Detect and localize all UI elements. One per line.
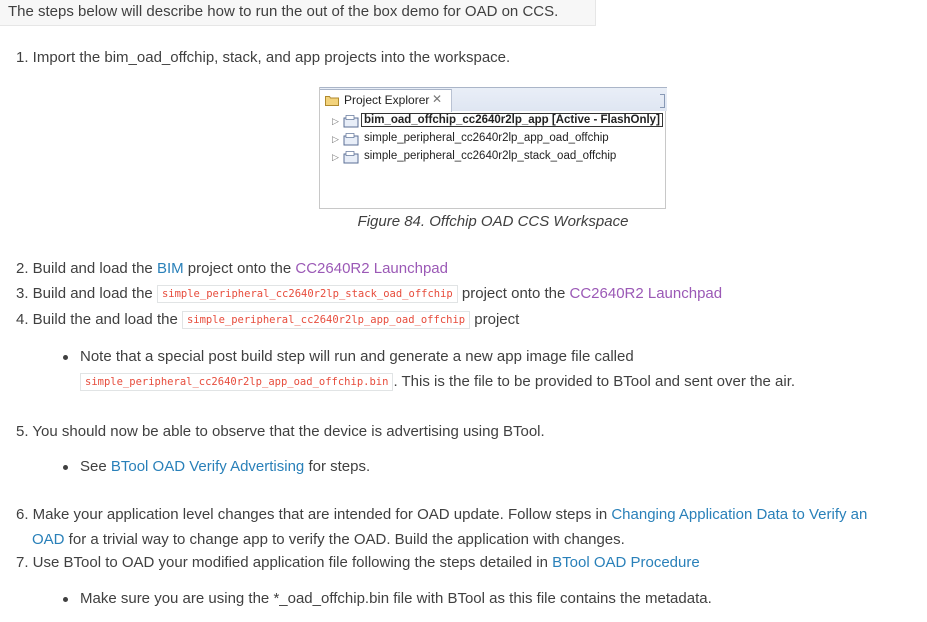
minimize-icon[interactable] (660, 94, 665, 108)
step-2-text: 2. Build and load the (16, 260, 157, 277)
bullet-dot (63, 465, 68, 470)
project-explorer-title: Project Explorer (344, 93, 430, 107)
bin-file-code: simple_peripheral_cc2640r2lp_app_oad_off… (80, 373, 394, 391)
step-4: 4. Build the and load the simple_periphe… (16, 310, 519, 330)
step-3-text: project onto the (457, 285, 570, 302)
ccs-project-icon (343, 151, 359, 164)
step-6-line-2: OAD for a trivial way to change app to v… (32, 530, 625, 550)
step-2-text: project onto the (183, 260, 296, 277)
btool-oad-procedure-link[interactable]: BTool OAD Procedure (552, 554, 700, 571)
expand-arrow-icon[interactable]: ▷ (332, 134, 339, 144)
step-6-line-1: 6. Make your application level changes t… (16, 505, 867, 525)
step-5: 5. You should now be able to observe tha… (16, 423, 545, 440)
stack-project-code: simple_peripheral_cc2640r2lp_stack_oad_o… (156, 285, 458, 303)
tree-item-label: bim_oad_offchip_cc2640r2lp_app [Active -… (361, 113, 663, 127)
cc2640r2-launchpad-link[interactable]: CC2640R2 Launchpad (295, 260, 448, 277)
step-7: 7. Use BTool to OAD your modified applic… (16, 553, 700, 573)
intro-text: The steps below will describe how to run… (8, 3, 559, 20)
bullet-5-text: for steps. (304, 458, 371, 475)
expand-arrow-icon[interactable]: ▷ (332, 116, 339, 126)
ccs-project-icon (343, 115, 359, 128)
step-2: 2. Build and load the BIM project onto t… (16, 259, 448, 279)
bullet-dot (63, 355, 68, 360)
project-explorer-tab[interactable]: Project Explorer ✕ (320, 89, 452, 112)
bullet-5-text: See (80, 458, 111, 475)
changing-application-data-link[interactable]: OAD (32, 531, 65, 548)
step-6-text: 6. Make your application level changes t… (16, 506, 612, 523)
bullet-7: Make sure you are using the *_oad_offchi… (80, 590, 712, 607)
project-explorer-header: Project Explorer ✕ (320, 87, 667, 112)
bullet-dot (63, 597, 68, 602)
note-text: . This is the file to be provided to BTo… (393, 373, 796, 390)
bullet-5: See BTool OAD Verify Advertising for ste… (80, 457, 370, 477)
tree-item-label: simple_peripheral_cc2640r2lp_app_oad_off… (364, 132, 609, 144)
expand-arrow-icon[interactable]: ▷ (332, 152, 339, 162)
step-4-text: 4. Build the and load the (16, 311, 182, 328)
cc2640r2-launchpad-link[interactable]: CC2640R2 Launchpad (569, 285, 723, 302)
app-project-code: simple_peripheral_cc2640r2lp_app_oad_off… (181, 311, 471, 329)
step-4-text: project (470, 311, 520, 328)
step-6-text: for a trivial way to change app to verif… (64, 531, 625, 548)
btool-verify-advertising-link[interactable]: BTool OAD Verify Advertising (110, 458, 305, 475)
project-explorer-figure: Project Explorer ✕ ▷ bim_oad_offchip_cc2… (319, 87, 667, 209)
close-icon[interactable]: ✕ (432, 92, 443, 106)
figure-caption: Figure 84. Offchip OAD CCS Workspace (357, 213, 629, 230)
folder-icon (325, 96, 339, 106)
note-line-1: Note that a special post build step will… (80, 348, 634, 365)
note-line-2: simple_peripheral_cc2640r2lp_app_oad_off… (80, 372, 795, 392)
step-1: 1. Import the bim_oad_offchip, stack, an… (16, 49, 511, 66)
step-7-text: 7. Use BTool to OAD your modified applic… (16, 554, 553, 571)
bim-link[interactable]: BIM (156, 260, 184, 277)
changing-application-data-link[interactable]: Changing Application Data to Verify an (611, 506, 868, 523)
intro-banner: The steps below will describe how to run… (0, 0, 596, 26)
tree-item-label: simple_peripheral_cc2640r2lp_stack_oad_o… (364, 150, 617, 162)
step-3: 3. Build and load the simple_peripheral_… (16, 284, 722, 304)
step-3-text: 3. Build and load the (16, 285, 157, 302)
ccs-project-icon (343, 133, 359, 146)
